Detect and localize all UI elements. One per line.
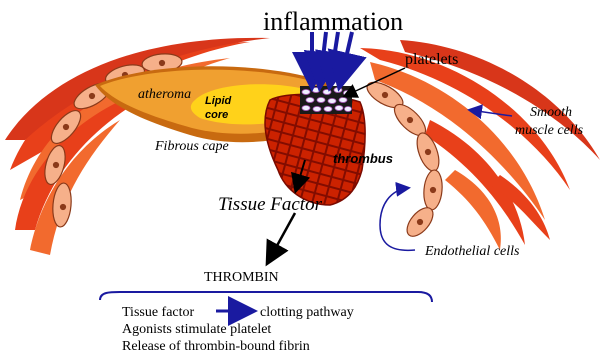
- pathway-clotting-text: clotting pathway: [260, 305, 354, 320]
- smooth-muscle-label-line2: muscle cells: [515, 123, 584, 138]
- tissue-factor-to-thrombin-arrow: [268, 213, 295, 262]
- inflammation-arrows: [312, 32, 352, 84]
- endothelial-cells-label: Endothelial cells: [424, 244, 520, 259]
- fibrous-cap-label: Fibrous cape: [154, 139, 229, 154]
- platelet-cluster: [300, 86, 352, 114]
- endothelial-bracket: [380, 188, 415, 250]
- tissue-factor-label: Tissue Factor: [218, 194, 323, 215]
- thrombin-label: THROMBIN: [204, 270, 279, 285]
- thrombus-label: thrombus: [333, 151, 393, 166]
- platelets-label: platelets: [405, 51, 458, 68]
- pathway-tissue-factor-text: Tissue factor: [122, 305, 195, 320]
- pathway-line-2: Agonists stimulate platelet: [122, 322, 271, 337]
- pathway-line-3: Release of thrombin-bound fibrin: [122, 339, 310, 354]
- smooth-muscle-label-line1: Smooth: [530, 105, 572, 120]
- pathway-bracket: [100, 292, 432, 302]
- lipid-core-label-line1: Lipid: [205, 95, 232, 107]
- lipid-core-label-line2: core: [205, 109, 228, 121]
- atheroma-label: atheroma: [138, 87, 191, 102]
- inflammation-label: inflammation: [263, 7, 403, 36]
